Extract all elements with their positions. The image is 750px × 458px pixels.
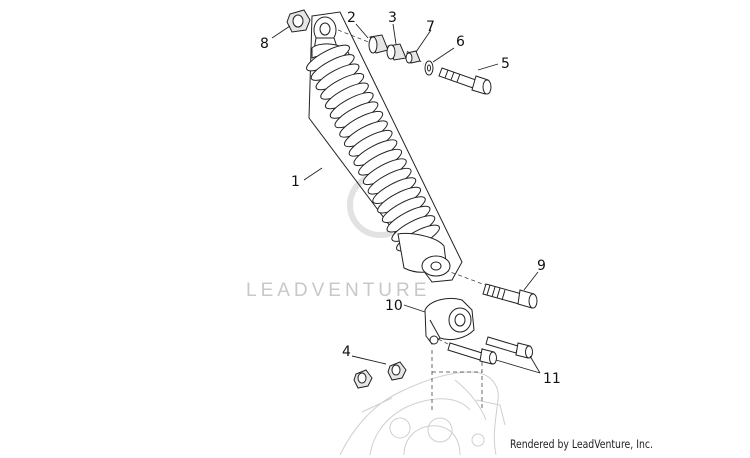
assembly-frame xyxy=(308,11,463,283)
callout-6: 6 xyxy=(456,34,465,50)
callout-labels: 1 2 3 4 5 6 7 8 9 10 11 xyxy=(260,10,561,387)
part-2-bushing xyxy=(368,34,389,54)
watermark-text: LEADVENTURE xyxy=(246,280,430,301)
callout-11: 11 xyxy=(543,371,561,387)
credit-text: Rendered by LeadVenture, Inc. xyxy=(510,437,653,451)
part-3-spacer xyxy=(386,43,407,61)
part-8-bushing xyxy=(286,9,311,33)
part-7-spacer xyxy=(405,50,421,64)
part-5-bolt xyxy=(438,67,492,95)
callout-1: 1 xyxy=(291,174,300,190)
frame-outline xyxy=(339,371,506,456)
callout-4: 4 xyxy=(342,344,351,360)
callout-2: 2 xyxy=(347,10,356,26)
callout-9: 9 xyxy=(537,258,546,274)
callout-8: 8 xyxy=(260,36,269,52)
callout-5: 5 xyxy=(501,56,510,72)
part-10-bracket xyxy=(424,297,475,345)
part-6-washer xyxy=(424,60,434,76)
part-4-nuts xyxy=(353,361,407,389)
callout-7: 7 xyxy=(426,19,435,35)
part-11-bolts xyxy=(447,336,533,365)
shock-absorber xyxy=(306,16,451,277)
callout-10: 10 xyxy=(385,298,403,314)
leader-lines xyxy=(271,23,541,374)
spring-coils xyxy=(306,44,440,252)
part-9-bolt xyxy=(482,283,538,309)
callout-3: 3 xyxy=(388,10,397,26)
